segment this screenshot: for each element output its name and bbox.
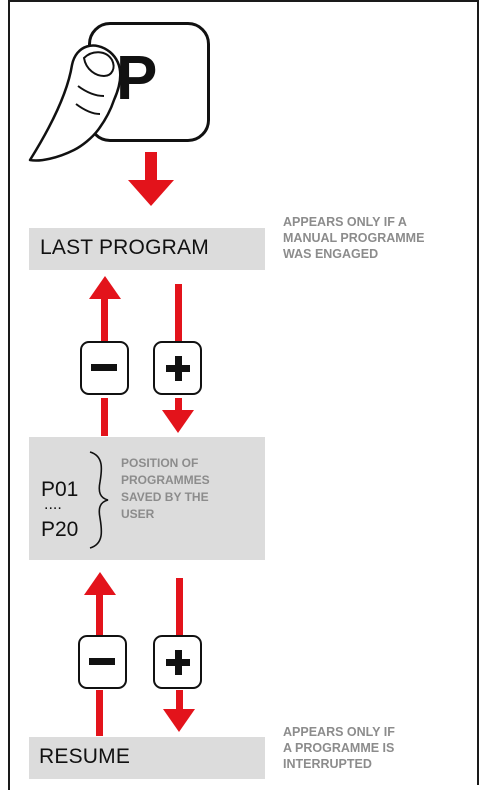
p-button-label: P [116, 44, 158, 113]
frame-left-line [8, 0, 10, 790]
plus-button[interactable] [153, 635, 202, 689]
arrow-down-icon [162, 284, 194, 433]
plus-icon-vertical [174, 356, 182, 381]
program-last: P20 [41, 518, 79, 541]
frame-top-line [8, 0, 479, 2]
last-program-note: APPEARS ONLY IF A MANUAL PROGRAMME WAS E… [283, 215, 425, 261]
arrow-down-icon [163, 578, 195, 732]
program-range-box [29, 437, 265, 560]
minus-icon [89, 658, 115, 665]
arrow-up-icon [84, 572, 116, 736]
minus-button[interactable] [80, 341, 129, 395]
resume-label: RESUME [39, 745, 131, 768]
program-dots: .... [44, 496, 62, 513]
last-program-box [29, 228, 265, 270]
minus-icon [91, 364, 117, 371]
program-range-note: POSITION OF PROGRAMMES SAVED BY THE USER [121, 456, 210, 521]
plus-icon-vertical [174, 650, 182, 675]
plus-button[interactable] [153, 341, 202, 395]
program-first: P01 [41, 478, 79, 501]
resume-box [29, 737, 265, 779]
arrow-down-icon [128, 152, 174, 206]
minus-button[interactable] [78, 635, 127, 689]
last-program-label: LAST PROGRAM [40, 236, 209, 259]
arrow-up-icon [89, 276, 121, 436]
frame-right-line [477, 0, 479, 785]
resume-note: APPEARS ONLY IF A PROGRAMME IS INTERRUPT… [283, 725, 395, 771]
